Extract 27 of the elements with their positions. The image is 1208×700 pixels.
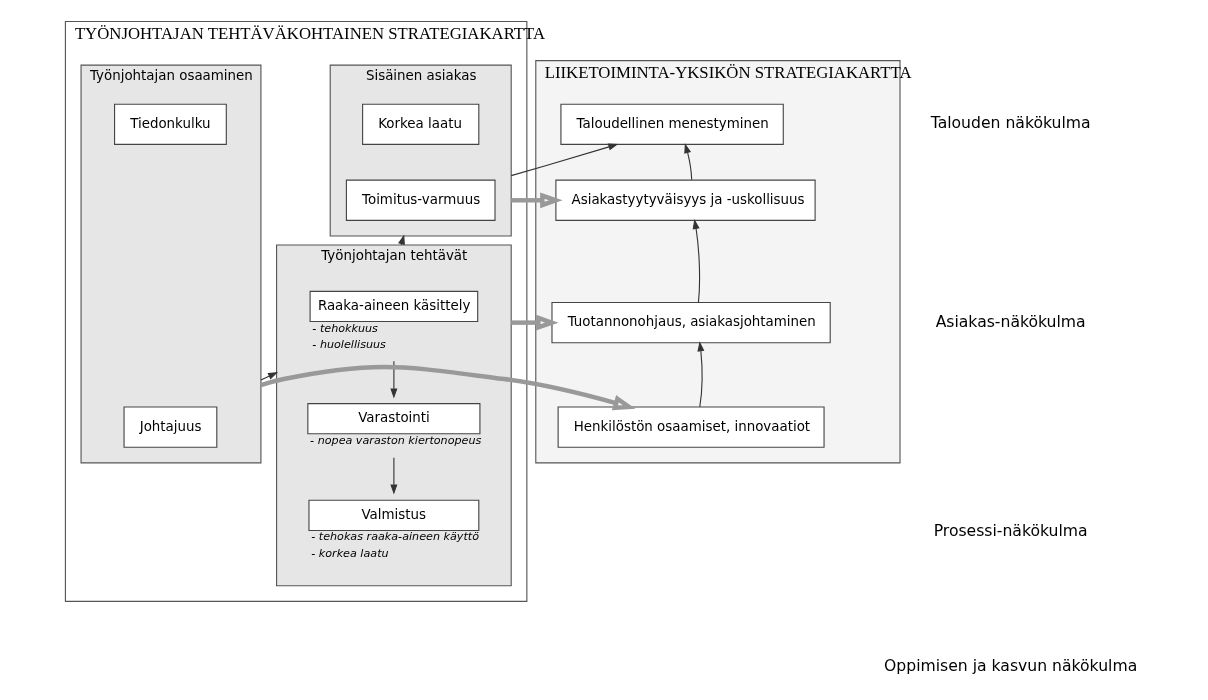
arrow	[259, 364, 636, 411]
node-box: Asiakastyytyväisyys ja -uskollisuus	[554, 179, 816, 221]
node-box: Tuotannonohjaus, asiakasjohtaminen	[550, 301, 831, 344]
node-label: - nopea varaston kiertonopeus	[309, 433, 481, 447]
node-box: Toimitus-varmuus	[345, 179, 496, 221]
node-label: - huolellisuus	[311, 338, 386, 352]
arrow	[510, 314, 558, 331]
arrow	[692, 219, 700, 303]
arrow	[510, 192, 563, 209]
node-box: Tiedonkulku	[113, 103, 227, 145]
node-box: Taloudellinen menestyminen	[559, 103, 784, 145]
label: Oppimisen ja kasvun näkökulma	[883, 656, 1137, 676]
arrow	[259, 372, 278, 381]
node-label: - tehokas raaka-aineen käyttö	[310, 530, 479, 544]
arrow	[510, 143, 618, 177]
node-box: Korkea laatu	[361, 103, 479, 145]
arrow	[696, 341, 704, 408]
arrow	[683, 143, 692, 181]
arrow	[389, 457, 397, 495]
label: Prosessi-näkökulma	[933, 520, 1088, 540]
label: Talouden näkökulma	[930, 113, 1091, 133]
node-label: - korkea laatu	[310, 547, 389, 561]
label: Asiakas-näkökulma	[935, 311, 1086, 331]
node-box: Johtajuus	[123, 406, 217, 448]
node-label: - tehokkuus	[311, 321, 378, 335]
arrow	[389, 360, 397, 399]
node-box: Henkilöstön osaamiset, innovaatiot	[557, 406, 825, 448]
